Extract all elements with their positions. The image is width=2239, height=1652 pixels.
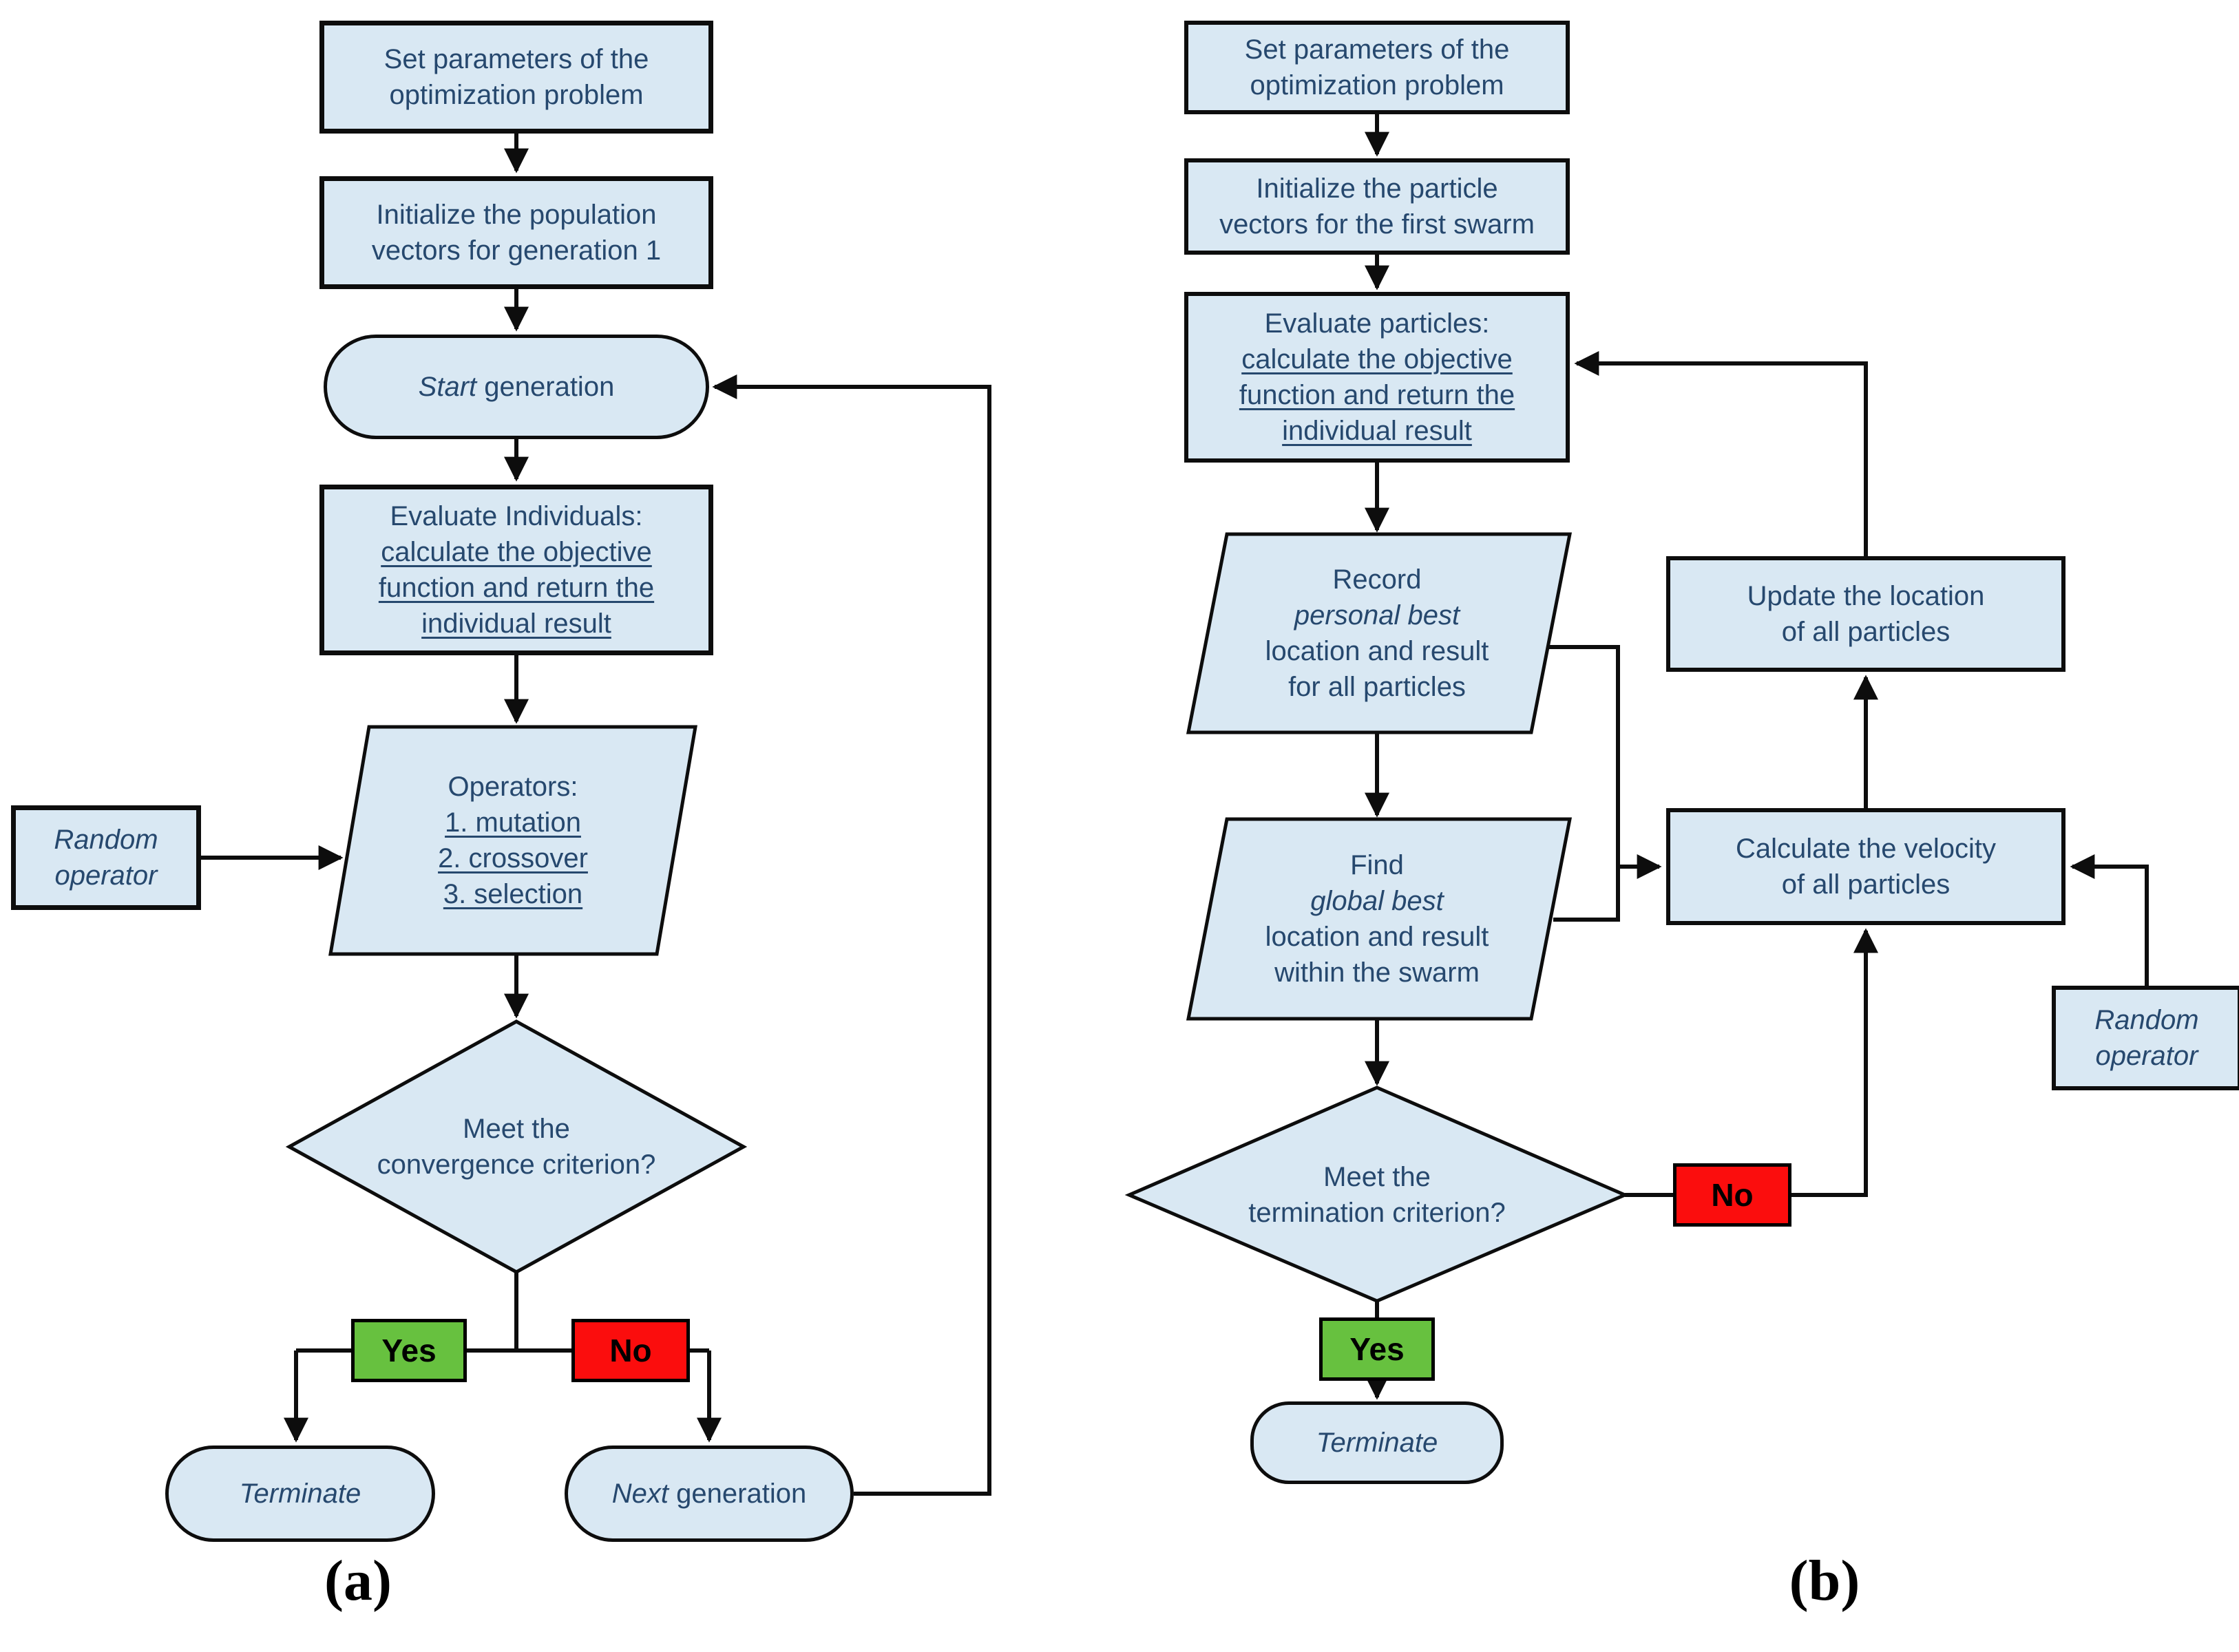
node-text-line: 1. mutation: [445, 807, 581, 838]
node-text-line: Set parameters of the: [383, 44, 649, 74]
node-text-line: convergence criterion?: [377, 1150, 656, 1180]
node-calculate-velocity-b: Calculate the velocity of all particles: [1666, 808, 2065, 925]
node-start-generation-a: Start generation: [324, 335, 709, 439]
node-text-line: operator: [54, 860, 158, 891]
node-text-line: for all particles: [1288, 672, 1466, 702]
node-text-line: location and result: [1265, 922, 1489, 952]
node-update-location-b: Update the location of all particles: [1666, 556, 2065, 672]
node-random-operator-b: Random operator: [2052, 986, 2239, 1090]
node-text-line: Calculate the velocity: [1736, 834, 1996, 864]
next-word-rest: generation: [669, 1479, 807, 1509]
node-text-line: Evaluate Individuals:: [390, 501, 643, 531]
yes-label: Yes: [381, 1333, 437, 1368]
line-best-results-bracket-b: [1548, 645, 1620, 922]
node-text-line: Record: [1332, 564, 1422, 595]
node-text-line: Random: [2094, 1005, 2199, 1035]
node-text-line: Set parameters of the: [1244, 34, 1510, 65]
node-text-line: personal best: [1294, 600, 1460, 631]
node-terminate-a: Terminate: [165, 1446, 435, 1542]
arrow-nextgen-loop-to-start-a: [712, 374, 991, 1496]
node-initialize-population-a: Initialize the population vectors for ge…: [319, 176, 713, 289]
node-text-line: Random: [54, 825, 158, 855]
node-text-line: function and return the: [378, 573, 655, 603]
no-label: No: [1711, 1177, 1754, 1213]
node-text-line: Initialize the particle: [1256, 173, 1498, 204]
badge-no-b: No: [1673, 1163, 1791, 1227]
panel-label-a: (a): [324, 1549, 392, 1613]
node-next-generation-a: Next generation: [565, 1446, 854, 1542]
arrow-random-to-velocity-b: [2070, 854, 2149, 986]
next-word-italic: Next: [611, 1479, 669, 1509]
node-text-line: calculate the objective: [381, 537, 652, 567]
node-text-line: Next generation: [612, 1476, 806, 1512]
find-global-best-parallelogram-b: [1186, 817, 1573, 1021]
start-word-rest: generation: [476, 372, 615, 402]
node-text-line: individual result: [1282, 416, 1472, 446]
no-label: No: [609, 1333, 652, 1368]
node-record-personal-best-b: Record personal best location and result…: [1198, 541, 1556, 726]
node-text-line: Evaluate particles:: [1264, 308, 1490, 339]
operators-parallelogram-a: [328, 725, 697, 956]
node-text-line: location and result: [1265, 636, 1489, 666]
node-text-line: Terminate: [239, 1479, 361, 1509]
node-text-line: vectors for generation 1: [371, 235, 662, 266]
node-text-line: Operators:: [448, 772, 578, 802]
node-text-line: optimization problem: [1250, 70, 1504, 100]
arrow-no-to-velocity-b: [1625, 928, 1878, 1197]
node-text-line: of all particles: [1781, 869, 1951, 900]
node-text-line: 3. selection: [443, 879, 583, 909]
node-terminate-b: Terminate: [1250, 1401, 1504, 1484]
badge-yes-b: Yes: [1319, 1317, 1435, 1381]
decision-termination-b: Meet the termination criterion?: [1177, 1126, 1577, 1264]
node-set-parameters-b: Set parameters of the optimization probl…: [1184, 21, 1570, 114]
arrow-update-to-evaluate-b: [1574, 351, 1868, 556]
panel-label-b: (b): [1789, 1549, 1860, 1613]
node-text-line: 2. crossover: [438, 843, 588, 873]
node-text-line: individual result: [421, 608, 611, 639]
node-text-line: function and return the: [1239, 380, 1515, 410]
node-text-line: Meet the: [463, 1114, 570, 1144]
yes-label: Yes: [1349, 1331, 1405, 1367]
node-text-line: optimization problem: [389, 80, 644, 110]
node-set-parameters-a: Set parameters of the optimization probl…: [319, 21, 713, 134]
node-random-operator-a: Random operator: [11, 805, 201, 910]
badge-yes-a: Yes: [351, 1319, 467, 1382]
node-text-line: Update the location: [1747, 581, 1985, 611]
node-text-line: of all particles: [1781, 617, 1951, 647]
node-text-line: operator: [2095, 1041, 2198, 1071]
node-text-line: calculate the objective: [1241, 344, 1513, 374]
node-text-line: Terminate: [1316, 1428, 1438, 1458]
node-text-line: termination criterion?: [1248, 1198, 1506, 1228]
node-text-line: vectors for the first swarm: [1219, 209, 1535, 240]
node-evaluate-particles-b: Evaluate particles: calculate the object…: [1184, 292, 1570, 463]
decision-convergence-a: Meet the convergence criterion?: [317, 1078, 716, 1216]
start-word-italic: Start: [418, 372, 477, 402]
record-personal-best-parallelogram-b: [1186, 532, 1573, 734]
node-text-line: within the swarm: [1274, 957, 1480, 988]
node-text-line: Meet the: [1323, 1162, 1431, 1192]
node-evaluate-individuals-a: Evaluate Individuals: calculate the obje…: [319, 485, 713, 655]
node-text-line: Find: [1350, 850, 1404, 880]
node-text-line: global best: [1310, 886, 1444, 916]
node-find-global-best-b: Find global best location and result wit…: [1198, 826, 1556, 1012]
badge-no-a: No: [571, 1319, 690, 1382]
node-text-line: Start generation: [419, 369, 615, 405]
node-operators-a: Operators: 1. mutation 2. crossover 3. s…: [358, 727, 668, 954]
node-initialize-particles-b: Initialize the particle vectors for the …: [1184, 158, 1570, 255]
node-text-line: Initialize the population: [376, 200, 657, 230]
